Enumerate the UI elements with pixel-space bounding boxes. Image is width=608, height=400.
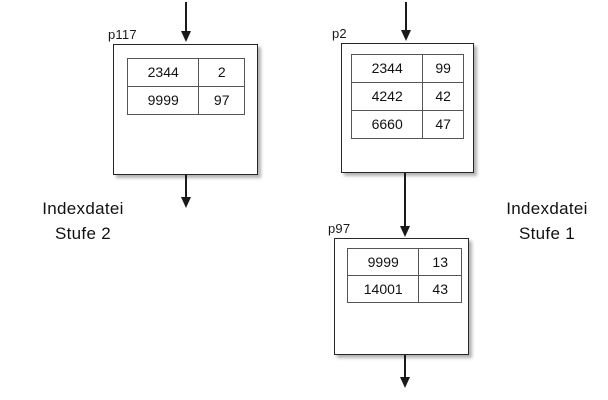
arrow-shaft (185, 175, 187, 199)
entry-table-p97: 9999 13 14001 43 (346, 248, 462, 303)
entry-table-p2: 2344 99 4242 42 6660 47 (350, 54, 464, 139)
arrow-head (401, 30, 411, 41)
entry-value: 97 (198, 86, 245, 115)
table-row: 9999 97 (126, 86, 245, 115)
level-label-right-line1: Indexdatei (506, 199, 588, 218)
arrow-shaft (405, 2, 407, 32)
entry-key: 14001 (346, 275, 420, 303)
node-caption-p117: p117 (108, 27, 137, 42)
level-label-left: Indexdatei Stufe 2 (18, 196, 148, 246)
arrow-head (181, 31, 191, 42)
entry-key: 4242 (350, 82, 424, 111)
arrow-shaft (404, 355, 406, 379)
entry-key: 9999 (346, 248, 420, 276)
table-row: 6660 47 (350, 110, 464, 139)
entry-value: 99 (422, 54, 464, 83)
arrow-head (400, 226, 410, 237)
table-row: 2344 2 (126, 58, 245, 87)
arrow-head (400, 377, 410, 388)
level-label-right: Indexdatei Stufe 1 (492, 196, 602, 246)
level-label-left-line2: Stufe 2 (55, 224, 111, 243)
node-caption-p97: p97 (328, 221, 351, 236)
arrow-head (181, 197, 191, 208)
entry-key: 9999 (126, 86, 200, 115)
entry-value: 47 (422, 110, 464, 139)
level-label-right-line2: Stufe 1 (519, 224, 575, 243)
entry-key: 2344 (126, 58, 200, 87)
entry-value: 42 (422, 82, 464, 111)
entry-value: 2 (198, 58, 245, 87)
entry-value: 43 (418, 275, 462, 303)
entry-table-p117: 2344 2 9999 97 (126, 58, 245, 115)
entry-key: 2344 (350, 54, 424, 83)
entry-key: 6660 (350, 110, 424, 139)
level-label-left-line1: Indexdatei (42, 199, 124, 218)
table-row: 2344 99 (350, 54, 464, 83)
entry-value: 13 (418, 248, 462, 276)
table-row: 4242 42 (350, 82, 464, 111)
arrow-shaft (185, 2, 187, 33)
table-row: 14001 43 (346, 275, 462, 303)
arrow-shaft (404, 173, 406, 228)
node-caption-p2: p2 (332, 26, 347, 41)
table-row: 9999 13 (346, 248, 462, 276)
